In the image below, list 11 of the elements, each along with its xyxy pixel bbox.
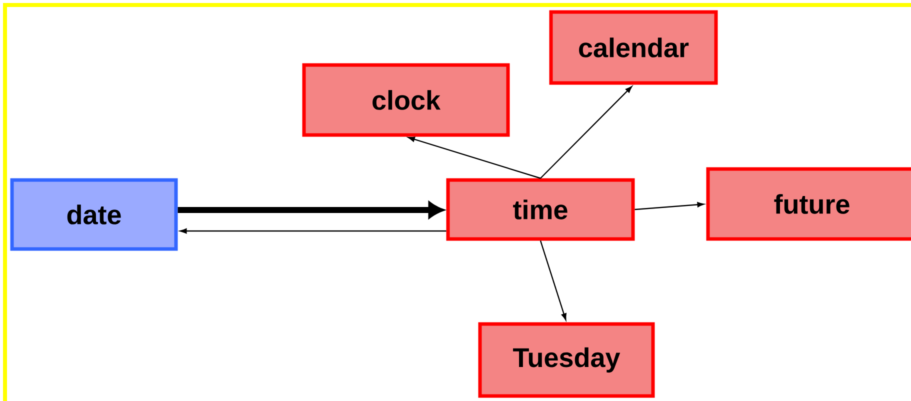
arrow [540,86,632,179]
box: future [706,167,911,241]
arrow [180,228,446,234]
arrow [408,136,541,179]
box: calendar [549,10,718,85]
box: time [446,178,635,241]
box: clock [302,63,510,137]
box: date [10,178,178,251]
arrow [540,240,566,320]
box: Tuesday [478,322,655,398]
arrow [634,202,704,210]
